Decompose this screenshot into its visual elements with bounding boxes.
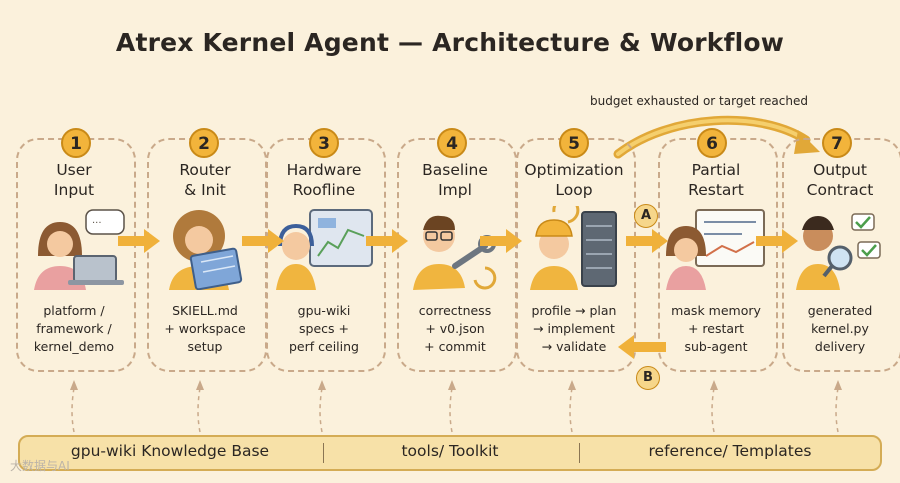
knowledge-bar xyxy=(18,435,882,471)
page-title: Atrex Kernel Agent — Architecture & Work… xyxy=(115,28,785,57)
flow-arrow-5-6 xyxy=(626,229,668,253)
flow-arrow-2-3 xyxy=(242,229,284,253)
user-laptop-icon: ··· xyxy=(34,209,125,290)
stage-6-number: 6 xyxy=(697,128,727,158)
stage-4-desc: correctness+ v0.json+ commit xyxy=(418,303,492,354)
server-rack-icon xyxy=(530,206,617,290)
toolkit-label: tools/ Toolkit xyxy=(401,442,499,460)
flow-arrow-1-2 xyxy=(118,229,160,253)
stage-1-desc: platform /framework /kernel_demo xyxy=(33,303,115,354)
stage-4-number: 4 xyxy=(437,128,467,158)
restart-return-arrow xyxy=(618,335,666,359)
whiteboard-icon xyxy=(666,209,765,290)
wrench-icon xyxy=(413,215,497,290)
knowledge-connectors xyxy=(70,380,842,433)
loop-label: budget exhausted or target reached xyxy=(590,94,808,108)
magnifier-checklist-icon xyxy=(796,213,881,290)
knowledge-base-label: gpu-wiki Knowledge Base xyxy=(70,442,270,460)
flow-arrow-3-4 xyxy=(366,229,408,253)
flow-arrow-4-5 xyxy=(480,229,522,253)
knowledge-bar-divider xyxy=(579,443,580,463)
watermark: 大数据与AI xyxy=(10,459,70,473)
stage-5-desc: profile → plan→ implement→ validate xyxy=(531,303,617,354)
templates-label: reference/ Templates xyxy=(648,442,812,460)
stage-2-title: Router& Init xyxy=(179,161,231,199)
svg-text:···: ··· xyxy=(92,218,102,229)
marker-a: A xyxy=(634,204,658,228)
flow-arrow-6-7 xyxy=(756,229,798,253)
hardware-monitor-icon xyxy=(276,209,373,290)
stage-7-number: 7 xyxy=(822,128,852,158)
stage-5-number: 5 xyxy=(559,128,589,158)
knowledge-bar-divider xyxy=(323,443,324,463)
budget-loop-arrow xyxy=(613,115,820,159)
marker-b: B xyxy=(636,366,660,390)
stage-2-number: 2 xyxy=(189,128,219,158)
stage-3-number: 3 xyxy=(309,128,339,158)
router-map-icon xyxy=(169,210,243,290)
stage-1-number: 1 xyxy=(61,128,91,158)
